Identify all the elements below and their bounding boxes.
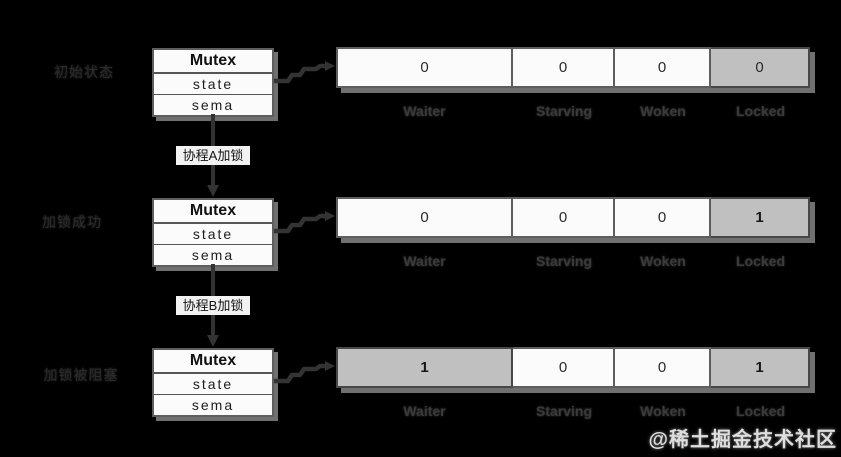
bit-cell-locked: 1 [711, 197, 810, 238]
bit-cell-starving: 0 [513, 197, 615, 238]
column-label-woken: Woken [640, 253, 686, 269]
bit-cell-locked: 0 [711, 47, 810, 88]
bit-value: 1 [755, 209, 764, 226]
bit-cell-locked: 1 [711, 347, 810, 388]
bit-value: 0 [420, 209, 429, 226]
mutex-field-state: state [192, 226, 234, 242]
bit-column-labels: Waiter Starving Woken Locked [336, 253, 810, 269]
bit-value: 0 [558, 359, 568, 376]
column-label-woken: Woken [640, 403, 686, 419]
column-label-woken: Woken [640, 103, 686, 119]
bit-column-labels: Waiter Starving Woken Locked [336, 403, 810, 419]
mutex-struct-box: Mutex state sema [152, 198, 274, 267]
column-label-waiter: Waiter [403, 403, 446, 419]
juejin-watermark: @稀土掘金技术社区 [648, 429, 837, 451]
bit-value: 1 [420, 359, 429, 376]
bit-cell-starving: 0 [513, 347, 615, 388]
bit-cell-woken: 0 [615, 347, 711, 388]
column-label-waiter: Waiter [403, 253, 446, 269]
bit-value: 0 [420, 59, 429, 76]
bit-cell-starving: 0 [513, 47, 615, 88]
state-bits-table: 0 0 0 1 [336, 197, 810, 238]
bit-cell-waiter: 1 [336, 347, 513, 388]
column-label-locked: Locked [735, 253, 785, 269]
transition-label-goroutine-a: 协程A加锁 [176, 146, 250, 165]
bit-cell-woken: 0 [615, 197, 711, 238]
stage-label-locked: 加锁成功 [42, 214, 102, 230]
column-label-locked: Locked [735, 403, 785, 419]
mutex-title: Mutex [154, 350, 272, 374]
state-bits-table: 1 0 0 1 [336, 347, 810, 388]
transition-label-goroutine-b: 协程B加锁 [176, 296, 250, 315]
mutex-field-state: state [192, 76, 234, 92]
mutex-field-sema: sema [154, 94, 272, 115]
bit-column-labels: Waiter Starving Woken Locked [336, 103, 810, 119]
stage-label-blocked: 加锁被阻塞 [43, 367, 119, 383]
state-bits-table: 0 0 0 0 [336, 47, 810, 88]
state-to-bits-connector [274, 61, 335, 84]
bit-cell-woken: 0 [615, 47, 711, 88]
bit-value: 0 [558, 59, 568, 76]
mutex-field-sema: sema [154, 244, 272, 265]
bit-cell-waiter: 0 [336, 47, 513, 88]
bit-value: 0 [657, 209, 667, 226]
bit-value: 0 [657, 359, 667, 376]
bit-value: 1 [755, 359, 764, 376]
mutex-struct-box: Mutex state sema [152, 348, 274, 417]
bit-value: 0 [558, 209, 568, 226]
stage-label-initial: 初始状态 [54, 64, 114, 80]
column-label-waiter: Waiter [403, 103, 446, 119]
column-label-starving: Starving [535, 253, 592, 269]
mutex-field-sema: sema [154, 394, 272, 415]
bit-cell-waiter: 0 [336, 197, 513, 238]
mutex-field-state: state [192, 376, 234, 392]
bit-value: 0 [755, 59, 764, 76]
mutex-title: Mutex [154, 50, 272, 74]
column-label-starving: Starving [535, 403, 592, 419]
column-label-locked: Locked [735, 103, 785, 119]
column-label-starving: Starving [535, 103, 592, 119]
state-to-bits-connector [274, 361, 335, 384]
bit-value: 0 [657, 59, 667, 76]
state-to-bits-connector [274, 211, 335, 234]
mutex-title: Mutex [154, 200, 272, 224]
mutex-struct-box: Mutex state sema [152, 48, 274, 117]
